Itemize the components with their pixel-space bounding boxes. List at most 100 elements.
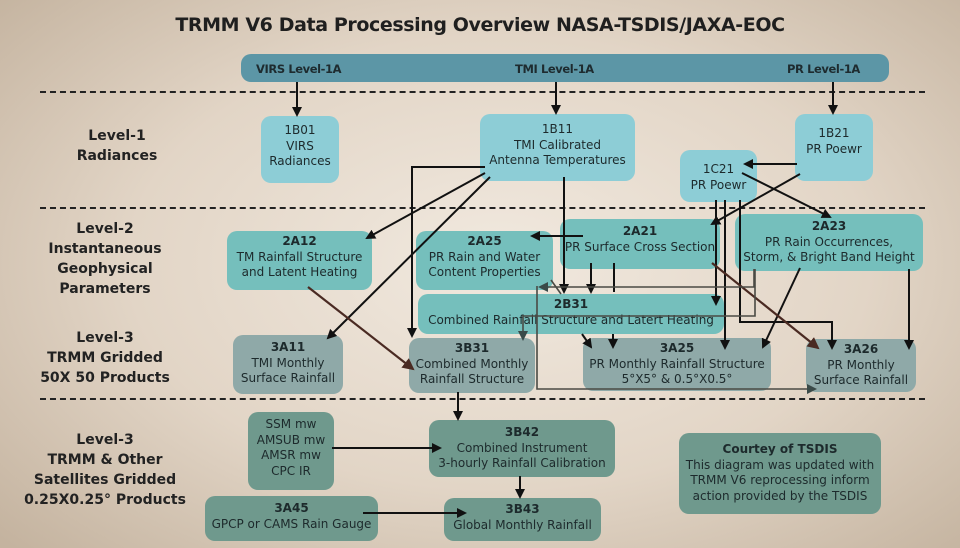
- product-3B43[interactable]: 3B43 Global Monthly Rainfall: [444, 498, 601, 541]
- other-satellite-inputs[interactable]: SSM mw AMSUB mw AMSR mw CPC IR: [248, 412, 334, 490]
- product-code: 2A21: [622, 224, 658, 238]
- divider-level1-top: [40, 91, 925, 93]
- product-code: 3A26: [843, 342, 879, 356]
- product-desc: PR Monthly Rainfall Structure: [589, 356, 765, 371]
- divider-level3-other-top: [40, 398, 925, 400]
- arrow-1b11-3b31: [407, 166, 485, 338]
- level-label-line: Level-3: [76, 432, 134, 448]
- product-code: 1B01: [284, 123, 316, 137]
- product-desc: TMI Calibrated: [513, 137, 602, 152]
- arrow-1b11-3a11: [326, 176, 491, 340]
- arrow-2a25-3a26: [536, 286, 817, 394]
- level-label-line: Level-2: [76, 221, 134, 237]
- product-desc: Radiances: [269, 154, 331, 168]
- product-code: 2A25: [467, 234, 502, 248]
- arrow-2a21-3a26: [711, 262, 820, 350]
- product-code: 2A12: [282, 234, 317, 248]
- product-code: 2B31: [553, 297, 589, 311]
- product-desc: PR Poewr: [806, 141, 862, 156]
- product-2B31[interactable]: 2B31 Combined Rainfall Structure and Lat…: [418, 294, 724, 334]
- level-label-line: TRMM Gridded: [47, 350, 163, 366]
- product-desc: Antenna Temperatures: [489, 153, 626, 167]
- pr-level-1a-label: PR Level-1A: [787, 62, 860, 76]
- product-desc: Surface Rainfall: [240, 371, 336, 385]
- product-3B31[interactable]: 3B31 Combined Monthly Rainfall Structure: [409, 338, 535, 393]
- product-code: 3A25: [659, 341, 695, 355]
- arrow-2a23-3a25: [761, 267, 801, 349]
- product-desc: TMI Monthly: [251, 355, 325, 370]
- product-3A45[interactable]: 3A45 GPCP or CAMS Rain Gauge: [205, 496, 378, 541]
- product-desc: Combined Instrument: [456, 440, 588, 455]
- virs-level-1a-label: VIRS Level-1A: [256, 62, 342, 76]
- product-desc: GPCP or CAMS Rain Gauge: [211, 516, 372, 531]
- line-2a25-2b31: [550, 279, 562, 295]
- input-source: SSM mw: [265, 417, 317, 431]
- credit-line: TRMM V6 reprocessing inform: [690, 473, 870, 487]
- arrow-1b21-2a21: [710, 173, 801, 225]
- level-label-line: Instantaneous: [48, 241, 162, 257]
- product-2A21[interactable]: 2A21 PR Surface Cross Section: [560, 219, 720, 269]
- product-desc: Surface Rainfall: [813, 373, 909, 387]
- arrow-1b11-2a12: [365, 172, 486, 239]
- credit-line: action provided by the TSDIS: [692, 488, 868, 503]
- product-code: 1B21: [818, 126, 850, 140]
- product-desc: 3-hourly Rainfall Calibration: [438, 456, 606, 470]
- product-code: 1C21: [702, 162, 735, 176]
- product-desc: PR Rain and Water: [428, 249, 541, 264]
- product-desc: Global Monthly Rainfall: [453, 517, 592, 532]
- level-label-line: TRMM & Other: [47, 452, 163, 468]
- level-label-line: Satellites Gridded: [33, 472, 177, 488]
- product-code: 3B42: [504, 425, 540, 439]
- level-label-line: 0.25X0.25° Products: [24, 492, 186, 508]
- product-desc: TM Rainfall Structure: [236, 249, 363, 264]
- page-title: TRMM V6 Data Processing Overview NASA-TS…: [175, 14, 785, 36]
- level-label-line: 50X 50 Products: [40, 370, 170, 386]
- product-2A23[interactable]: 2A23 PR Rain Occurrences, Storm, & Brigh…: [735, 214, 923, 271]
- input-source: AMSR mw: [261, 448, 321, 462]
- level2-label: Level-2 Instantaneous Geophysical Parame…: [10, 219, 200, 299]
- input-source: CPC IR: [271, 463, 311, 478]
- level-1a-source-bar: VIRS Level-1A TMI Level-1A PR Level-1A: [241, 54, 889, 82]
- product-desc: 5°X5° & 0.5°X0.5°: [621, 372, 733, 386]
- product-desc: PR Monthly: [827, 357, 895, 372]
- product-1C21[interactable]: 1C21 PR Poewr: [680, 150, 757, 202]
- product-2A12[interactable]: 2A12 TM Rainfall Structure and Latent He…: [227, 231, 372, 290]
- product-code: 2A23: [811, 219, 847, 233]
- arrow-2a23-2a25: [538, 269, 755, 292]
- product-code: 1B11: [541, 122, 574, 136]
- product-code: 3B43: [505, 502, 540, 516]
- divider-level2-top: [40, 207, 925, 209]
- product-code: 3A11: [270, 340, 306, 354]
- product-desc: PR Surface Cross Section: [564, 239, 716, 254]
- level-label-line: Level-1: [88, 128, 146, 144]
- tmi-level-1a-label: TMI Level-1A: [515, 62, 594, 76]
- product-1B11[interactable]: 1B11 TMI Calibrated Antenna Temperatures: [480, 114, 635, 181]
- product-1B01[interactable]: 1B01 VIRS Radiances: [261, 116, 339, 183]
- arrow-2b31-3a25-a: [581, 333, 593, 349]
- product-code: 3A45: [274, 501, 309, 515]
- level3-other-label: Level-3 TRMM & Other Satellites Gridded …: [10, 430, 200, 510]
- product-3A11[interactable]: 3A11 TMI Monthly Surface Rainfall: [233, 335, 343, 394]
- product-desc: Storm, & Bright Band Height: [743, 250, 915, 264]
- arrow-1c21-2a23: [741, 172, 832, 218]
- product-desc: and Latent Heating: [241, 265, 358, 279]
- product-desc: Combined Monthly: [415, 356, 529, 371]
- level-label-line: Geophysical: [57, 261, 153, 277]
- level3-trmm-label: Level-3 TRMM Gridded 50X 50 Products: [10, 328, 200, 388]
- product-1B21[interactable]: 1B21 PR Poewr: [795, 114, 873, 181]
- product-desc: PR Rain Occurrences,: [764, 234, 894, 249]
- arrow-2a12-3b31: [307, 286, 415, 371]
- credit-note: Courtey of TSDIS This diagram was update…: [679, 433, 881, 514]
- level-label-line: Level-3: [76, 330, 134, 346]
- arrow-2b31-3b31: [518, 269, 756, 341]
- product-3A26[interactable]: 3A26 PR Monthly Surface Rainfall: [806, 339, 916, 392]
- level1-label: Level-1 Radiances: [22, 126, 212, 166]
- product-desc: PR Poewr: [690, 177, 747, 192]
- input-source: AMSUB mw: [256, 432, 326, 447]
- credit-line: This diagram was updated with: [685, 457, 875, 472]
- product-desc: Content Properties: [428, 265, 541, 279]
- product-3B42[interactable]: 3B42 Combined Instrument 3-hourly Rainfa…: [429, 420, 615, 477]
- product-desc: VIRS: [286, 138, 314, 153]
- product-desc: Rainfall Structure: [419, 372, 525, 386]
